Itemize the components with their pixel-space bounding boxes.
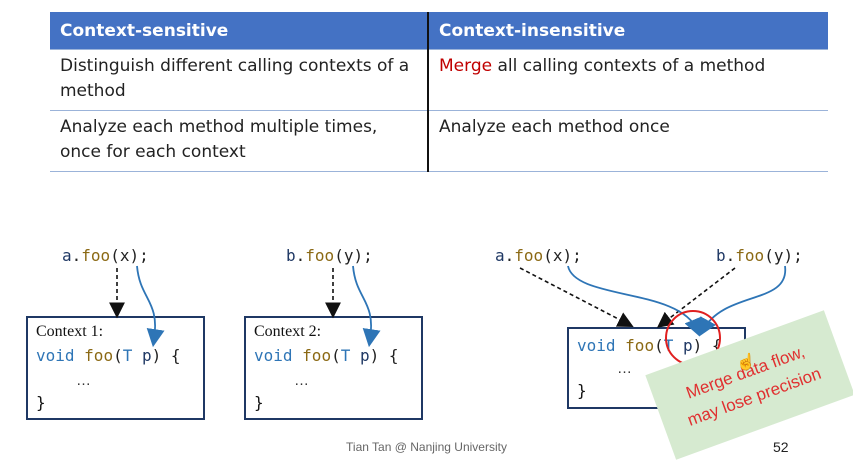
cell-text: Analyze each method once (439, 117, 670, 137)
data-flow-arrow (352, 265, 381, 348)
table-header-row: Context-sensitive Context-insensitive (50, 12, 828, 50)
data-flow-arrow (567, 265, 702, 337)
dot: . (725, 246, 736, 265)
call-site-b-right: b.foo(y); (716, 246, 803, 265)
paren: ( (331, 346, 341, 365)
dot: . (504, 246, 515, 265)
param-type: T (663, 336, 674, 355)
data-flow-arrow (136, 265, 165, 348)
header-context-insensitive: Context-insensitive (428, 12, 828, 50)
keyword: void (254, 346, 293, 365)
method-name: foo (735, 246, 765, 265)
method-name: foo (514, 246, 544, 265)
table-cell: Analyze each method multiple times, once… (50, 110, 429, 172)
method-signature-2: void foo(T p) { (254, 346, 399, 365)
keyword: void (577, 336, 616, 355)
paren: ( (654, 336, 664, 355)
header-context-sensitive: Context-sensitive (50, 12, 429, 50)
paren: ) { (151, 346, 181, 365)
call-site-a-left: a.foo(x); (62, 246, 149, 265)
paren: ( (113, 346, 123, 365)
context-1-label: Context 1: (36, 323, 104, 340)
param-name: p (683, 336, 693, 355)
context-2-label: Context 2: (254, 323, 322, 340)
method-signature-1: void foo(T p) { (36, 346, 181, 365)
param-type: T (122, 346, 133, 365)
keyword: void (36, 346, 75, 365)
cell-text: all calling contexts of a method (492, 56, 766, 76)
context-2-box (244, 316, 423, 420)
receiver: a (495, 246, 505, 265)
paren: ) { (692, 336, 722, 355)
call-site-a-right: a.foo(x); (495, 246, 582, 265)
paren: ) { (369, 346, 399, 365)
comparison-table: Context-sensitive Context-insensitive Di… (50, 12, 828, 172)
closing-brace: } (254, 393, 264, 412)
ellipsis: … (617, 360, 632, 377)
dot: . (295, 246, 306, 265)
param-name: p (142, 346, 152, 365)
table-cell: Distinguish different calling contexts o… (50, 49, 429, 111)
merge-highlight: Merge (439, 56, 493, 76)
dot: . (71, 246, 82, 265)
slide-footer: Tian Tan @ Nanjing University (346, 440, 507, 454)
param-name: p (360, 346, 370, 365)
method-signature-merged: void foo(T p) { (577, 336, 722, 355)
receiver: a (62, 246, 72, 265)
page-number: 52 (773, 439, 789, 455)
param-type: T (340, 346, 351, 365)
receiver: b (286, 246, 296, 265)
table-row: Analyze each method multiple times, once… (50, 110, 828, 172)
closing-brace: } (577, 381, 587, 400)
call-args: (y); (764, 246, 803, 265)
call-args: (x); (543, 246, 582, 265)
ellipsis: … (76, 372, 91, 389)
ellipsis: … (294, 372, 309, 389)
method-name: foo (81, 246, 111, 265)
data-flow-arrow (699, 265, 786, 337)
method-name: foo (84, 346, 114, 365)
call-args: (y); (334, 246, 373, 265)
control-flow-arrow (519, 267, 634, 327)
method-name: foo (305, 246, 335, 265)
control-flow-arrow (656, 267, 736, 328)
method-name: foo (302, 346, 332, 365)
receiver: b (716, 246, 726, 265)
table-cell: Merge all calling contexts of a method (428, 49, 828, 111)
call-site-b-middle: b.foo(y); (286, 246, 373, 265)
closing-brace: } (36, 393, 46, 412)
hand-pointer-icon: ☝ (736, 354, 756, 371)
table-cell: Analyze each method once (428, 110, 828, 172)
table-row: Distinguish different calling contexts o… (50, 49, 828, 111)
call-args: (x); (110, 246, 149, 265)
method-name: foo (625, 336, 655, 355)
